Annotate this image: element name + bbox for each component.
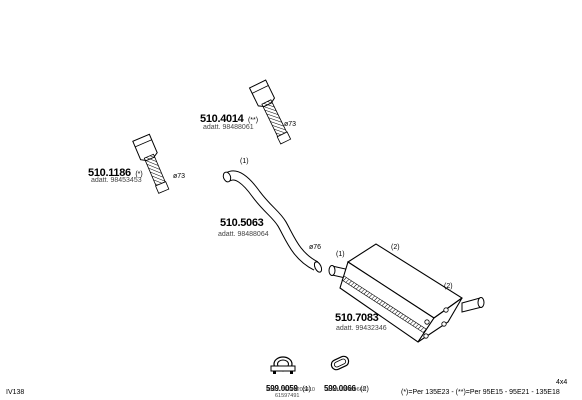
part-note: (1) xyxy=(302,386,311,393)
part-code: 599.0059 xyxy=(266,384,298,393)
muffler-icon xyxy=(328,243,485,343)
legend-note: (*)=Per 135E23 - (**)=Per 95E15 - 95E21 … xyxy=(401,389,560,396)
part-reference: adatt. 98488064 xyxy=(218,231,269,238)
diameter-label: ø73 xyxy=(173,173,186,180)
part-code: 510.1186 xyxy=(88,167,131,179)
part-reference: adatt. 98453453 xyxy=(91,177,142,184)
part-510-1186: 510.1186 (*) xyxy=(88,164,143,180)
part-code: 599.0066 xyxy=(324,384,356,393)
callout-label: (1) xyxy=(336,251,345,258)
flex-pipe-upper-icon xyxy=(248,79,292,145)
part-code: 510.4014 xyxy=(200,113,244,125)
callout-label: (2) xyxy=(444,283,453,290)
gasket-icon xyxy=(330,355,350,371)
diameter-label: ø73 xyxy=(284,121,297,128)
clamp-icon xyxy=(270,356,296,374)
part-599-0066: 599.0066 (2) xyxy=(324,379,369,395)
flex-pipe-lower-icon xyxy=(132,133,170,194)
part-reference: 61597491 xyxy=(275,393,300,399)
callout-label: (1) xyxy=(240,158,249,165)
callout-label: (2) xyxy=(391,244,400,251)
diagram-id: IV138 xyxy=(6,389,25,396)
part-note: (**) xyxy=(247,117,259,124)
part-510-4014: 510.4014 (**) xyxy=(200,110,258,126)
bent-pipe-icon xyxy=(222,170,323,273)
part-510-7083: 510.7083 xyxy=(335,312,379,324)
part-note: (*) xyxy=(135,171,143,178)
part-599-0059: 599.0059 (1) xyxy=(266,379,311,395)
part-510-5063: 510.5063 xyxy=(220,217,264,229)
part-reference: adatt. 99432346 xyxy=(336,325,387,332)
part-reference: adatt. 98488061 xyxy=(203,124,254,131)
part-reference: adatt. 98489665 xyxy=(326,387,366,393)
diameter-label: ø76 xyxy=(309,244,322,251)
part-note: (2) xyxy=(360,386,369,393)
part-reference: adatt. 66849203410 xyxy=(266,387,315,393)
drive-type: 4x4 xyxy=(556,379,568,386)
